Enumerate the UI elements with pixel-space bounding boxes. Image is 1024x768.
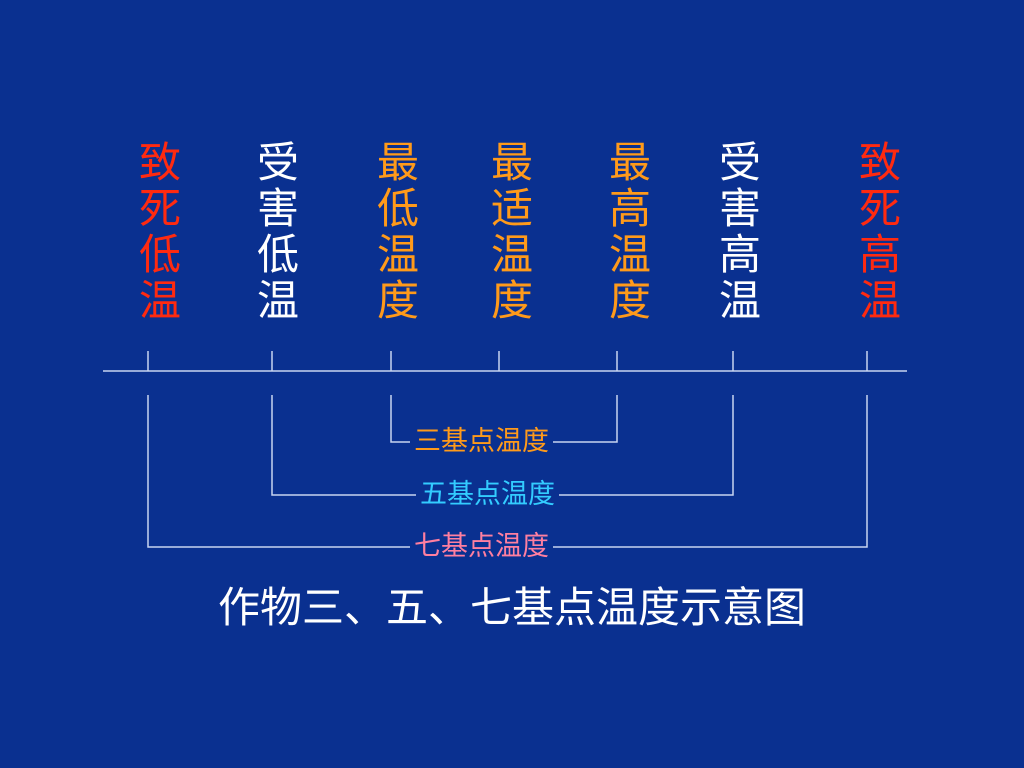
label-char: 死 — [858, 184, 901, 233]
label-char: 高 — [608, 184, 651, 233]
label-max-temp: 最高温度 — [605, 140, 655, 324]
bracket-seven-point — [147, 395, 868, 548]
label-lethal-high-temp: 致死高温 — [855, 140, 905, 324]
label-char: 适 — [490, 184, 533, 233]
label-char: 度 — [490, 276, 533, 325]
label-char: 温 — [138, 276, 181, 325]
label-char: 致 — [138, 138, 181, 187]
label-harm-low-temp: 受害低温 — [253, 140, 303, 324]
label-char: 温 — [608, 230, 651, 279]
bracket-label-five-point: 五基点温度 — [416, 479, 559, 511]
label-char: 温 — [858, 276, 901, 325]
label-char: 低 — [256, 230, 299, 279]
label-char: 死 — [138, 184, 181, 233]
label-char: 害 — [718, 184, 761, 233]
label-min-temp: 最低温度 — [373, 140, 423, 324]
label-char: 度 — [608, 276, 651, 325]
label-char: 温 — [490, 230, 533, 279]
label-char: 低 — [138, 230, 181, 279]
bracket-label-three-point: 三基点温度 — [410, 426, 553, 458]
label-char: 致 — [858, 138, 901, 187]
label-char: 最 — [490, 138, 533, 187]
label-lethal-low-temp: 致死低温 — [135, 140, 185, 324]
label-char: 最 — [376, 138, 419, 187]
label-char: 温 — [718, 276, 761, 325]
label-char: 害 — [256, 184, 299, 233]
diagram-caption: 作物三、五、七基点温度示意图 — [217, 583, 806, 632]
label-char: 高 — [718, 230, 761, 279]
label-char: 受 — [256, 138, 299, 187]
label-char: 受 — [718, 138, 761, 187]
label-char: 低 — [376, 184, 419, 233]
label-char: 最 — [608, 138, 651, 187]
label-harm-high-temp: 受害高温 — [715, 140, 765, 324]
label-char: 温 — [376, 230, 419, 279]
label-optimal-temp: 最适温度 — [487, 140, 537, 324]
label-char: 高 — [858, 230, 901, 279]
label-char: 度 — [376, 276, 419, 325]
label-char: 温 — [256, 276, 299, 325]
bracket-label-seven-point: 七基点温度 — [410, 531, 553, 563]
